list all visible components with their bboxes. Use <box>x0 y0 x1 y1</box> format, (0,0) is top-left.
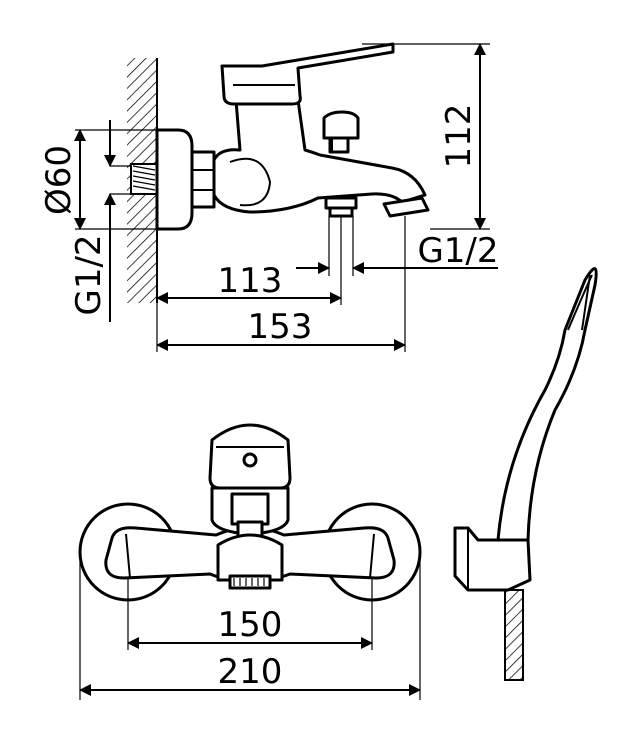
diverter-knob <box>322 110 360 154</box>
lever-handle <box>220 42 395 106</box>
hex-nut <box>190 150 216 209</box>
shower-holder <box>453 526 532 592</box>
escutcheon <box>155 128 194 231</box>
dim-height-label: 112 <box>439 104 479 169</box>
dim-total-depth-label: 153 <box>248 307 313 347</box>
dim-inlet-spacing-label: 150 <box>218 605 283 645</box>
side-view: Ø60 G1/2 112 G1/2 113 153 <box>39 42 499 352</box>
dim-diameter-label: Ø60 <box>39 145 79 215</box>
thread-connector <box>130 163 158 195</box>
hand-shower <box>453 267 598 681</box>
mixer-body <box>212 98 427 214</box>
dim-total-width-label: 210 <box>218 652 283 692</box>
dim-spout-offset-label: 113 <box>218 261 283 301</box>
shower-handle <box>496 267 598 542</box>
dim-thread-right-label: G1/2 <box>417 231 498 271</box>
spout-outlet <box>382 196 430 218</box>
shower-outlet <box>324 196 358 218</box>
dim-thread-left-label: G1/2 <box>69 234 109 315</box>
front-view: 150 210 <box>78 423 422 700</box>
